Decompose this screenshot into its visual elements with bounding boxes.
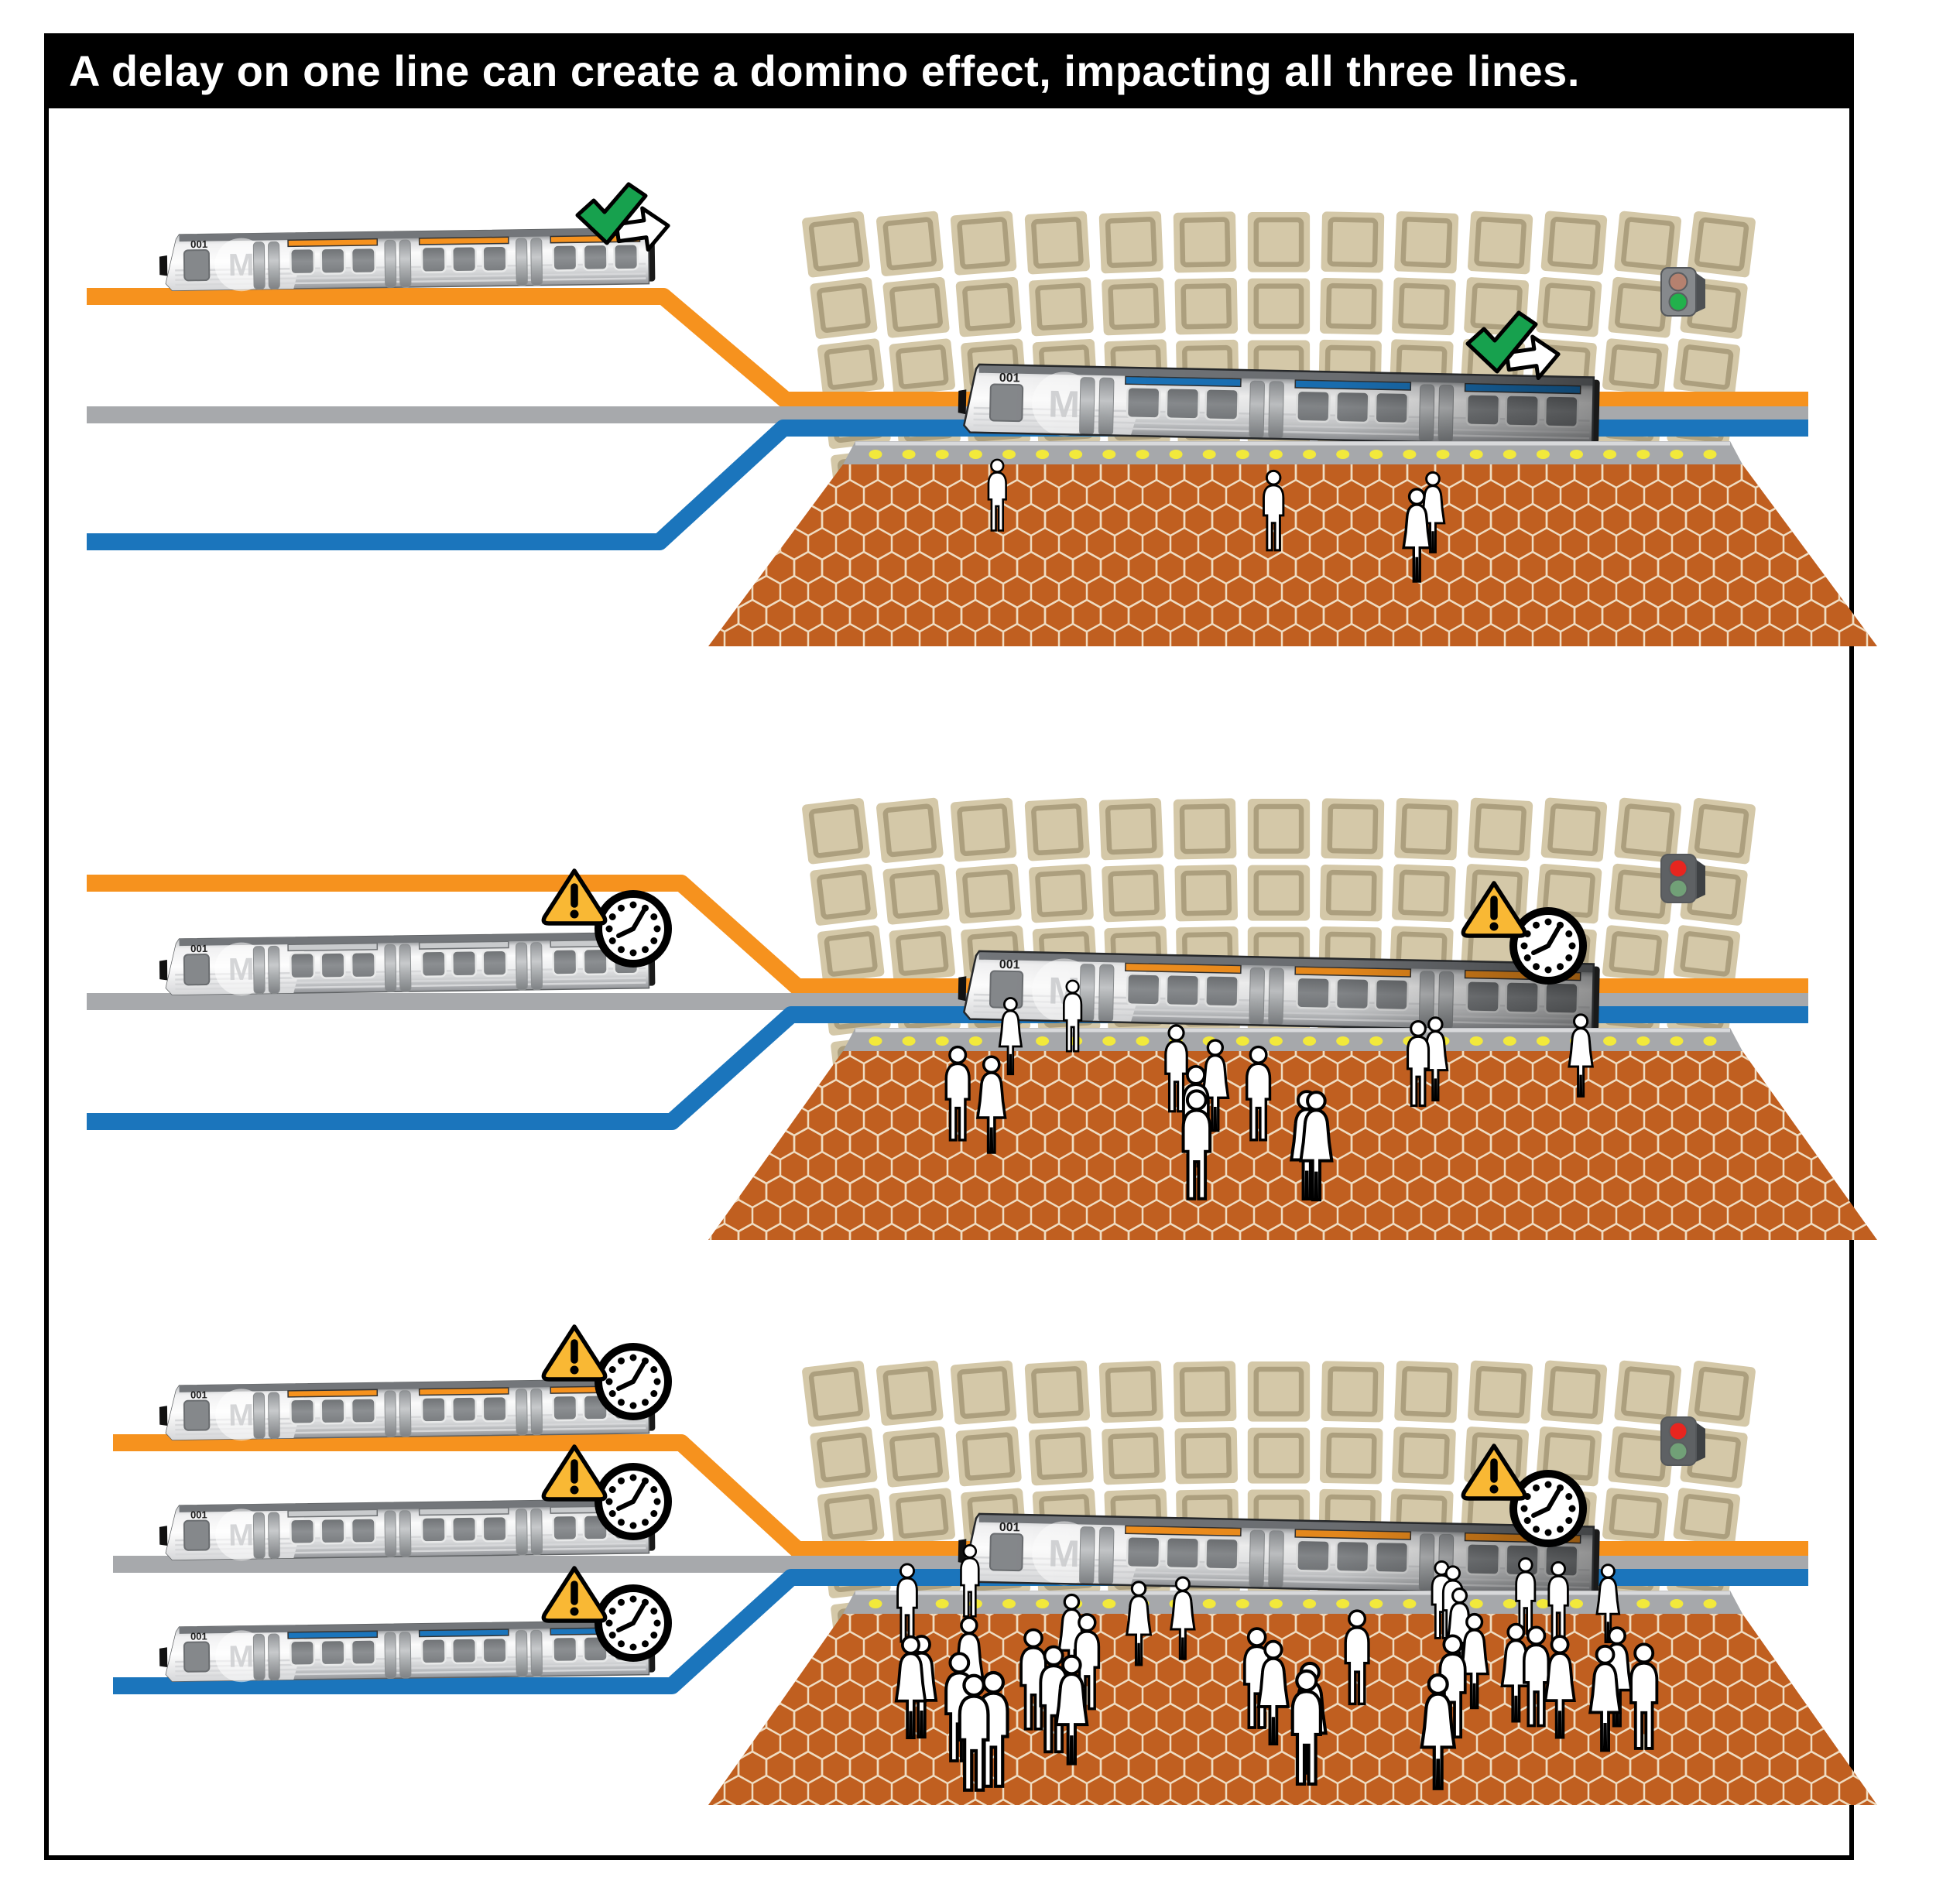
signal-green-lamp [1668, 292, 1688, 312]
arrow-right-icon [1504, 334, 1561, 380]
clock-icon [595, 890, 672, 968]
check-arrow-icon [575, 182, 670, 252]
clock-icon [1509, 1470, 1587, 1547]
signal-red-lamp [1668, 858, 1688, 879]
metro-logo: M [228, 1518, 255, 1552]
warning-triangle-icon [1461, 1444, 1527, 1501]
warning-triangle-icon [541, 1444, 608, 1502]
warning-clock-icon [1461, 881, 1587, 985]
warning-triangle-icon [1461, 881, 1527, 938]
signal-red-lamp [1668, 1421, 1688, 1441]
scenario-all-lines-delayed: M 001 M 001 M 001 [113, 1324, 1877, 1805]
title-text: A delay on one line can create a domino … [69, 46, 1580, 95]
train-number: 001 [190, 1509, 207, 1520]
train-number: 001 [190, 238, 207, 250]
title-bar: A delay on one line can create a domino … [44, 33, 1854, 108]
metro-logo: M [228, 247, 254, 283]
check-icon [1465, 310, 1538, 374]
warning-clock-icon [1461, 1444, 1587, 1547]
platform-edge [843, 441, 1742, 464]
signal-green-lamp [1668, 879, 1688, 899]
warning-triangle-icon [541, 868, 608, 926]
station-floor [708, 464, 1877, 646]
metro-train: M 001 [159, 1498, 656, 1561]
clock-icon [595, 1463, 672, 1540]
arrow-right-icon [614, 206, 670, 252]
metro-train: M 001 [159, 1619, 656, 1683]
signal-red-lamp [1668, 272, 1688, 292]
warning-clock-icon [541, 1324, 672, 1420]
metro-train: M 001 [159, 227, 656, 292]
metro-train: M 001 [159, 1378, 656, 1441]
signal-light-icon [1660, 1416, 1705, 1466]
platform-edge [843, 1028, 1742, 1051]
warning-clock-icon [541, 868, 672, 968]
metro-logo: M [228, 1639, 255, 1673]
warning-triangle-icon [541, 1566, 608, 1623]
warning-clock-icon [541, 1566, 672, 1662]
warning-clock-icon [541, 1444, 672, 1540]
check-arrow-icon [1465, 310, 1561, 380]
train-number: 001 [190, 1630, 207, 1642]
train-number: 001 [190, 943, 207, 954]
clock-icon [595, 1584, 672, 1662]
signal-green-lamp [1668, 1441, 1688, 1461]
signal-light-icon [1660, 854, 1705, 903]
metro-logo: M [228, 951, 254, 987]
train-number: 001 [190, 1389, 207, 1400]
clock-icon [595, 1343, 672, 1420]
warning-triangle-icon [541, 1324, 608, 1382]
metro-logo: M [228, 1398, 255, 1432]
clock-icon [1509, 907, 1587, 985]
metro-train: M 001 [159, 931, 656, 996]
signal-light-icon [1660, 267, 1705, 317]
check-icon [575, 182, 648, 245]
